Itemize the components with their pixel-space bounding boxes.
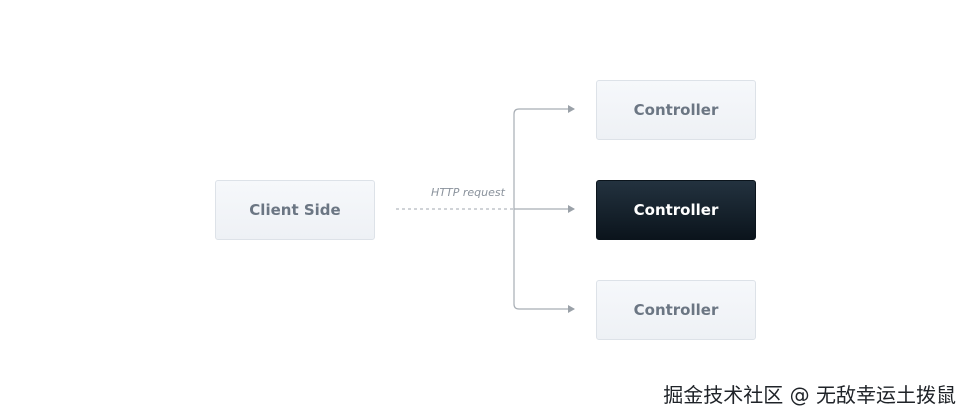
client-side-label: Client Side (249, 201, 341, 219)
http-request-label: HTTP request (431, 186, 505, 199)
client-side-node: Client Side (215, 180, 375, 240)
router-bus-line (513, 108, 520, 310)
controller-label: Controller (633, 201, 719, 219)
controller-node-top: Controller (596, 80, 756, 140)
controller-node-bottom: Controller (596, 280, 756, 340)
controller-label: Controller (633, 301, 719, 319)
controller-label: Controller (633, 101, 719, 119)
controller-node-active: Controller (596, 180, 756, 240)
watermark-text: 掘金技术社区 @ 无敌幸运土拨鼠 (663, 383, 956, 407)
